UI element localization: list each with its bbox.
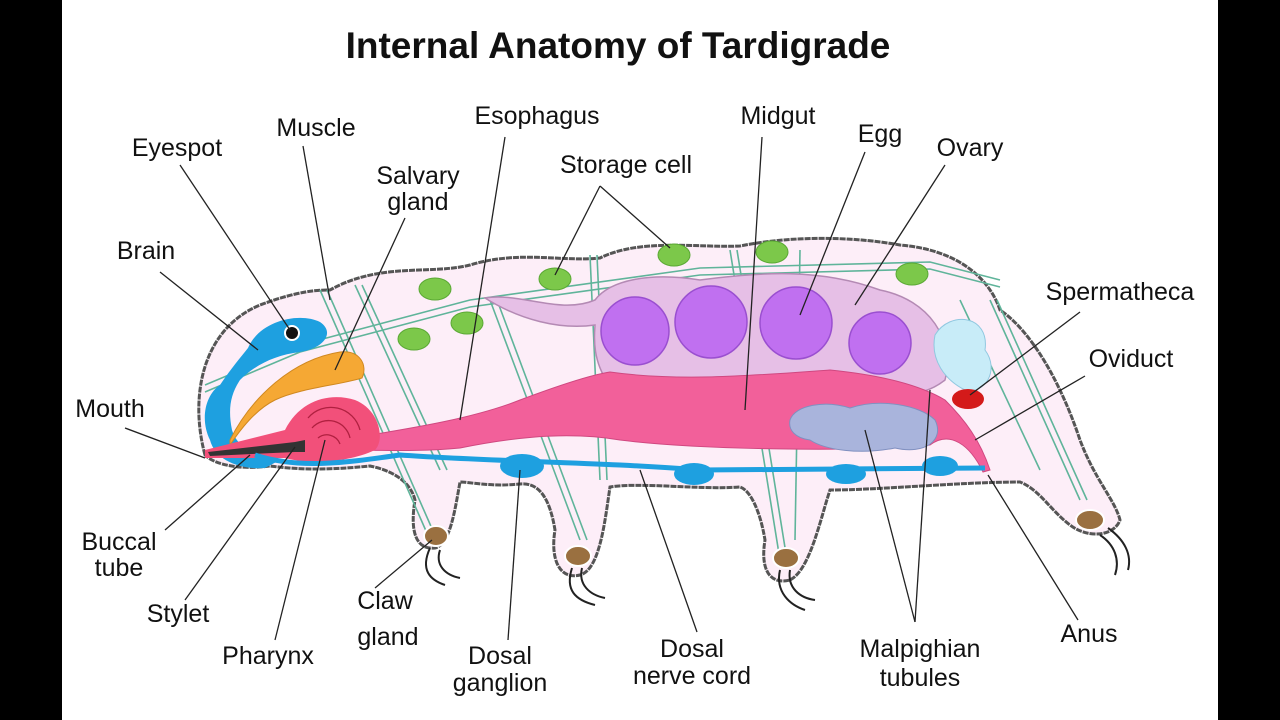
label-muscle: Muscle <box>276 114 355 142</box>
tardigrade-diagram: Internal Anatomy of Tardigrade <box>75 25 1195 697</box>
label-dorsal-nerve-cord-1: Dosal <box>660 635 724 663</box>
label-pharynx: Pharynx <box>222 642 314 670</box>
label-storage-cell: Storage cell <box>560 151 692 179</box>
label-oviduct: Oviduct <box>1089 345 1174 373</box>
leader-lines <box>124 136 1086 641</box>
spermatheca-red <box>952 389 984 409</box>
label-ovary: Ovary <box>937 134 1004 162</box>
storage-cells <box>397 240 929 351</box>
label-anus: Anus <box>1061 620 1118 648</box>
label-salivary-gland-1: Salvary <box>376 162 460 190</box>
diagram-title: Internal Anatomy of Tardigrade <box>346 25 891 66</box>
claws <box>425 527 1130 611</box>
label-mouth: Mouth <box>75 395 144 423</box>
label-claw-gland-2: gland <box>357 623 418 651</box>
brain <box>204 317 328 469</box>
label-dorsal-nerve-cord-2: nerve cord <box>633 662 751 690</box>
malpighian-tubules <box>789 402 938 452</box>
ganglia <box>500 454 958 485</box>
eyespot <box>284 325 300 341</box>
label-buccal-tube-1: Buccal <box>81 528 156 556</box>
label-midgut: Midgut <box>740 102 815 130</box>
label-eyespot: Eyespot <box>132 134 222 162</box>
spermatheca <box>933 319 992 392</box>
label-buccal-tube-2: tube <box>95 554 144 582</box>
pharynx-rings <box>307 406 361 445</box>
label-esophagus: Esophagus <box>474 102 599 130</box>
label-dorsal-ganglion-1: Dosal <box>468 642 532 670</box>
pharynx <box>205 397 380 462</box>
label-dorsal-ganglion-2: ganglion <box>453 669 548 697</box>
salivary-gland <box>229 351 365 447</box>
label-malpighian-tubules-2: tubules <box>880 664 961 692</box>
buccal-tube <box>208 440 305 456</box>
label-spermatheca: Spermatheca <box>1046 278 1195 306</box>
eggs <box>600 285 912 375</box>
diagram-canvas: Internal Anatomy of Tardigrade <box>62 0 1218 720</box>
label-malpighian-tubules-1: Malpighian <box>860 635 981 663</box>
label-stylet: Stylet <box>147 600 210 628</box>
label-claw-gland-1: Claw <box>357 587 414 615</box>
label-egg: Egg <box>858 120 902 148</box>
label-brain: Brain <box>117 237 175 265</box>
label-salivary-gland-2: gland <box>387 188 448 216</box>
claw-glands <box>423 509 1105 569</box>
